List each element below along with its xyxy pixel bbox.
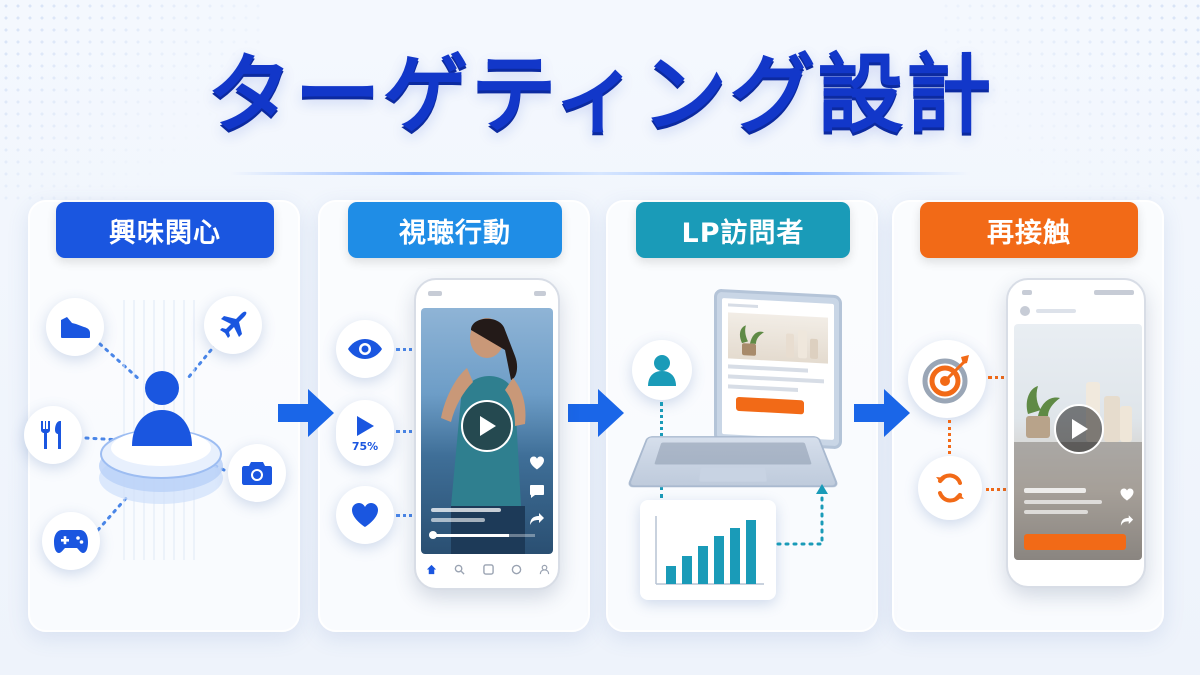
laptop-screen (714, 288, 842, 450)
profile-icon[interactable] (539, 564, 550, 575)
trackpad (699, 467, 767, 482)
caption-line (431, 508, 501, 512)
viewing-play-bubble: 75% (336, 400, 394, 466)
share-icon[interactable] (1120, 514, 1134, 527)
airplane-icon (220, 311, 247, 338)
play-icon (357, 415, 374, 436)
user-icon (132, 371, 192, 446)
avatar (1020, 306, 1030, 316)
loop-connector (776, 484, 828, 546)
caption-line (431, 518, 485, 522)
connector (948, 420, 951, 454)
user-icon (648, 355, 676, 386)
ad-cta-button[interactable] (1024, 534, 1126, 550)
shoe-icon (61, 317, 90, 338)
interest-airplane-bubble (204, 296, 262, 354)
arrow-right-icon (568, 389, 624, 437)
connector (986, 488, 1012, 491)
title-underline (230, 172, 970, 175)
step-label-lp: LP訪問者 (636, 202, 850, 258)
comment-icon[interactable] (529, 484, 545, 498)
arrow-right-icon (278, 389, 334, 437)
connector (396, 514, 420, 517)
refresh-icon (936, 473, 964, 503)
ad-video-frame (1014, 324, 1142, 560)
utensils-icon (41, 421, 61, 449)
video-progress-track[interactable] (429, 531, 535, 539)
dot-pattern-left (0, 0, 260, 200)
viewing-heart-bubble (336, 486, 394, 544)
lp-hero-image (728, 312, 828, 364)
gamepad-icon (54, 530, 88, 553)
caption-line (1024, 510, 1088, 514)
arrow-right-icon (854, 389, 910, 437)
target-icon (922, 355, 969, 404)
play-icon (1072, 419, 1088, 439)
lp-text-line (728, 364, 808, 373)
plant-and-bottles-illustration (739, 325, 818, 359)
connector (396, 430, 420, 433)
phone-status-bar (428, 291, 546, 297)
interest-gamepad-bubble (42, 512, 100, 570)
like-icon[interactable] (529, 456, 545, 470)
retarget-refresh-bubble (918, 456, 982, 520)
interest-camera-bubble (228, 444, 286, 502)
caption-line (1024, 488, 1086, 493)
share-icon[interactable] (529, 512, 545, 526)
lp-header-line (728, 303, 758, 308)
video-play-button[interactable] (461, 400, 513, 452)
add-icon[interactable] (482, 563, 494, 575)
video-frame (421, 308, 553, 554)
phone-retarget-ad (1006, 278, 1146, 588)
step-label-viewing: 視聴行動 (348, 202, 562, 258)
phone-status-bar (1022, 290, 1134, 296)
inbox-icon[interactable] (511, 564, 522, 575)
interest-shoe-bubble (46, 298, 104, 356)
dot-pattern-right (940, 0, 1200, 200)
home-icon[interactable] (426, 564, 437, 575)
caption-line (1024, 500, 1102, 504)
eye-icon (348, 339, 382, 359)
interest-utensils-bubble (24, 406, 82, 464)
retarget-target-bubble (908, 340, 986, 418)
ad-header (1020, 304, 1136, 318)
like-icon[interactable] (1120, 488, 1134, 501)
phone-bottom-nav (426, 562, 550, 576)
lp-text-line (728, 374, 824, 384)
video-play-button[interactable] (1054, 404, 1104, 454)
laptop (626, 288, 850, 490)
viewing-eye-bubble (336, 320, 394, 378)
page-title: ターゲティング設計 (206, 45, 994, 145)
step-label-retarget: 再接触 (920, 202, 1138, 258)
connector (396, 348, 420, 351)
analytics-card (640, 500, 776, 600)
play-icon (480, 416, 496, 436)
connector (988, 376, 1012, 379)
heart-icon (352, 503, 378, 527)
lp-cta-button[interactable] (736, 396, 804, 415)
lp-user-bubble (632, 340, 692, 400)
camera-icon (242, 462, 272, 485)
search-icon[interactable] (454, 564, 465, 575)
video-progress-handle[interactable] (429, 531, 437, 539)
bar-chart-icon (655, 516, 764, 585)
phone-video-player (414, 278, 560, 590)
watch-progress-label: 75% (351, 439, 379, 453)
step-label-interest: 興味関心 (56, 202, 274, 258)
lp-text-line (728, 384, 798, 393)
video-progress-fill (431, 534, 509, 537)
